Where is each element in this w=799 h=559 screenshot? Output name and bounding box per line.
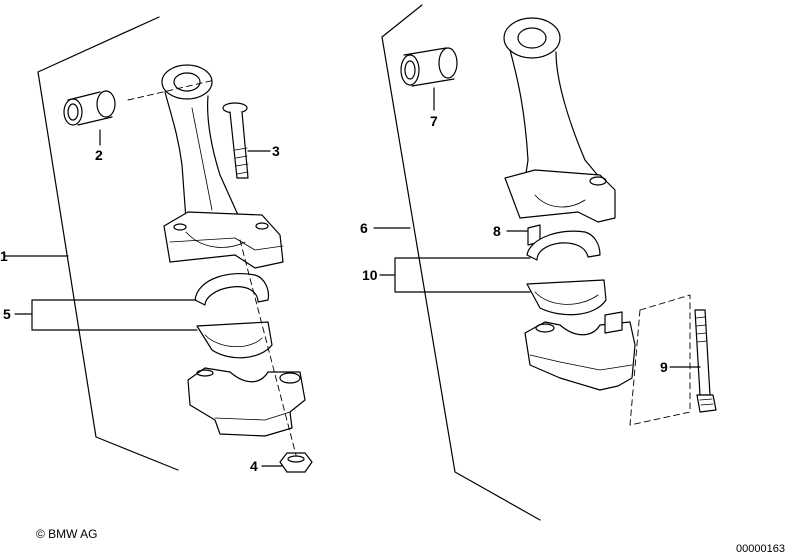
frame-outline-left: [37, 16, 179, 471]
bolt-right: [694, 309, 717, 413]
leader-10: [379, 257, 531, 293]
nut-left: [279, 452, 313, 473]
connecting-rod-right: [503, 17, 616, 223]
callout-5: 5: [3, 306, 11, 322]
callout-4: 4: [250, 458, 258, 474]
bushing-left: [63, 90, 116, 126]
callout-2: 2: [95, 147, 103, 163]
callout-10: 10: [362, 267, 378, 283]
leader-5: [14, 299, 198, 331]
bearing-shells-left: [194, 273, 273, 359]
bearing-shells-right: [526, 230, 607, 316]
axis-line-left: [127, 79, 297, 456]
callout-9: 9: [660, 359, 668, 375]
bearing-cap-right: [524, 311, 636, 391]
bushing-right: [400, 47, 458, 87]
frame-outline-right: [381, 4, 541, 521]
image-number: 00000163: [736, 543, 785, 555]
callout-8: 8: [493, 223, 501, 239]
bearing-cap-left: [187, 367, 306, 437]
callout-1: 1: [0, 248, 8, 264]
callout-6: 6: [360, 220, 368, 236]
copyright: © BMW AG: [36, 527, 98, 541]
bolt-dashed-outline: [629, 294, 691, 426]
callout-3: 3: [272, 143, 280, 159]
callout-7: 7: [430, 113, 438, 129]
connecting-rod-left: [161, 64, 284, 269]
bolt-left: [222, 102, 249, 179]
